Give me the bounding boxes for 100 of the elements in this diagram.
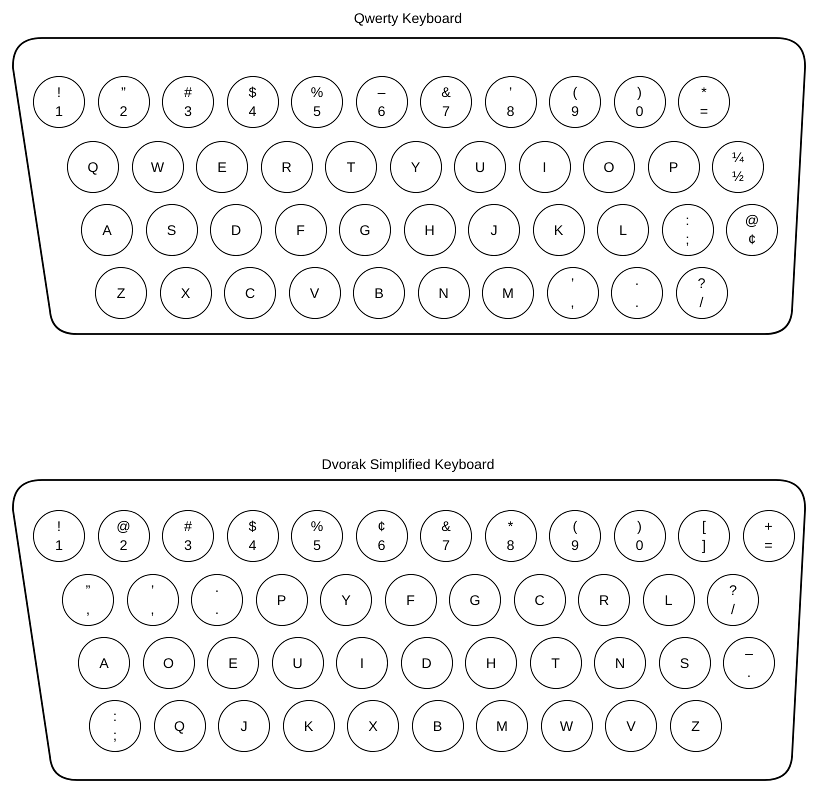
key-character: .: [215, 601, 219, 617]
key: [642, 574, 694, 626]
key: [218, 700, 270, 752]
key: [530, 637, 582, 689]
key-legend: Z: [116, 285, 126, 301]
key: [226, 76, 278, 128]
key: [518, 141, 570, 193]
key: [449, 574, 501, 626]
shift-character: #: [184, 518, 192, 534]
shift-character: –: [378, 84, 386, 100]
shift-character: %: [310, 518, 324, 534]
key: [648, 141, 700, 193]
key: [723, 637, 775, 689]
key-legend: D: [230, 222, 242, 238]
key-legend: X: [180, 285, 190, 301]
key: [320, 574, 372, 626]
key-character: /: [731, 601, 735, 617]
key: [288, 267, 340, 319]
key: [291, 510, 343, 562]
shift-character: !: [57, 518, 61, 534]
key: [412, 700, 464, 752]
key-legend: K: [554, 222, 564, 238]
key-character: 6: [378, 103, 386, 119]
key-legend: I: [542, 159, 546, 175]
key: [514, 574, 566, 626]
key: [154, 700, 206, 752]
key-character: /: [700, 294, 704, 310]
key: [712, 141, 764, 193]
key-legend: E: [217, 159, 227, 175]
shift-character: ?: [729, 582, 737, 598]
shift-character: $: [248, 518, 256, 534]
shift-character: #: [184, 84, 192, 100]
key: [549, 76, 601, 128]
key: [418, 267, 470, 319]
key: [742, 510, 794, 562]
key: [274, 204, 326, 256]
keyboard-title: Qwerty Keyboard: [354, 10, 462, 26]
key-legend: Z: [691, 718, 700, 734]
key-character: =: [764, 537, 773, 553]
keyboard-title: Dvorak Simplified Keyboard: [322, 456, 494, 472]
key-legend: M: [496, 718, 508, 734]
key-legend: O: [163, 655, 174, 671]
key: [347, 700, 399, 752]
key: [726, 204, 778, 256]
key: [583, 141, 635, 193]
key: [282, 700, 334, 752]
key: [597, 204, 649, 256]
key: [605, 700, 657, 752]
key: [465, 637, 517, 689]
key: [207, 637, 259, 689]
key: [132, 141, 184, 193]
key-character: 0: [636, 103, 644, 119]
key-character: 9: [571, 103, 579, 119]
key-character: 1: [55, 103, 63, 119]
key-legend: R: [598, 592, 610, 608]
key-legend: S: [166, 222, 176, 238]
key: [95, 267, 147, 319]
key-legend: M: [502, 285, 514, 301]
key-legend: E: [228, 655, 238, 671]
key-character: 9: [571, 537, 579, 553]
key-legend: G: [360, 222, 370, 238]
key-character: 2: [120, 537, 128, 553]
key-legend: N: [438, 285, 449, 301]
key: [662, 204, 714, 256]
key: [33, 510, 85, 562]
shift-character: :: [113, 708, 117, 724]
key: [670, 700, 722, 752]
key: [356, 76, 408, 128]
key-legend: F: [406, 592, 415, 608]
key-legend: R: [281, 159, 292, 175]
key-character: ¢: [748, 231, 756, 247]
key-character: 5: [313, 103, 321, 119]
key-legend: C: [244, 285, 256, 301]
key: [678, 76, 730, 128]
key-character: 3: [184, 537, 192, 553]
key-legend: V: [626, 718, 636, 734]
key-character: .: [635, 294, 639, 310]
key-character: 0: [636, 537, 644, 553]
key-legend: O: [604, 159, 614, 175]
key-legend: P: [276, 592, 286, 608]
shift-character: @: [116, 518, 131, 534]
key-character: ;: [113, 727, 117, 743]
key: [400, 637, 452, 689]
shift-character: +: [764, 518, 773, 534]
key: [532, 204, 584, 256]
key-legend: B: [374, 285, 384, 301]
key: [707, 574, 759, 626]
key: [272, 637, 324, 689]
key: [578, 574, 630, 626]
key-legend: G: [470, 592, 480, 608]
key-legend: P: [668, 159, 678, 175]
shift-character: ”: [121, 84, 126, 100]
key: [33, 76, 85, 128]
shift-character: @: [744, 212, 760, 228]
shift-character: ): [637, 518, 642, 534]
shift-character: [: [702, 518, 706, 534]
key: [658, 637, 710, 689]
key-character: ;: [686, 231, 690, 247]
key-legend: C: [534, 592, 545, 608]
key-legend: Y: [410, 159, 420, 175]
